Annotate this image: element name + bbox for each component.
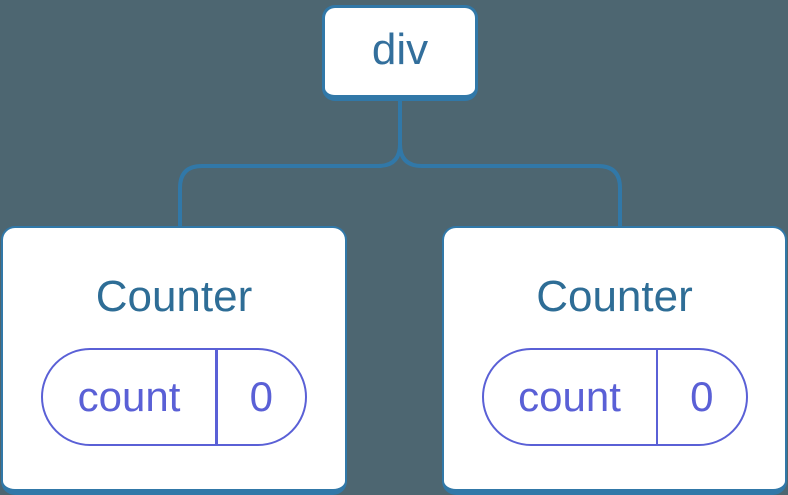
connector-branch-left [178,101,402,229]
state-name-label: count [77,373,181,420]
state-pill: count 0 [481,348,748,446]
state-name-label: count [518,373,621,420]
state-value-label: 0 [690,373,714,420]
state-value-label: 0 [249,373,273,420]
connector-branch-right [398,143,622,229]
pill-divider [215,350,218,444]
counter-title: Counter [95,272,253,321]
root-node-label: div [371,24,429,74]
pill-divider [655,350,658,444]
counter-card-left: Counter count 0 [1,226,347,495]
counter-title: Counter [536,272,693,321]
counter-card-right: Counter count 0 [442,226,787,495]
state-pill: count 0 [41,348,307,446]
root-node: div [322,5,478,101]
